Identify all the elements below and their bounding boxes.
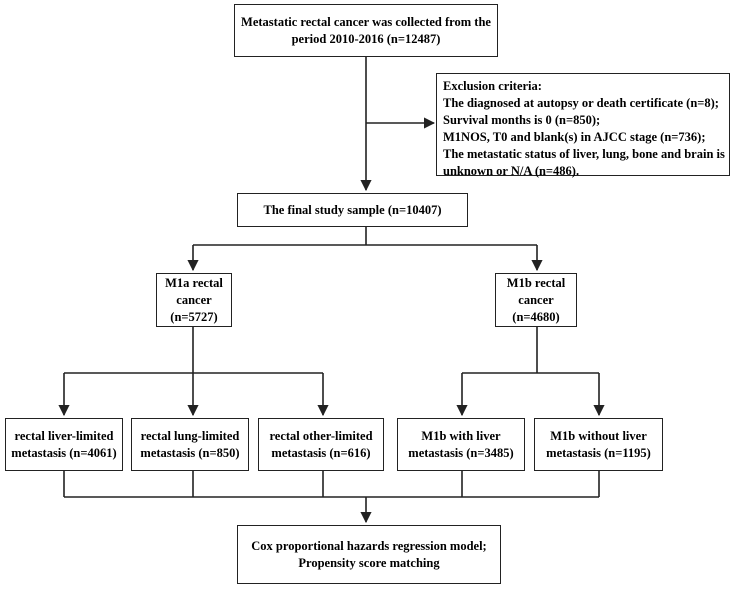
node-without-liver: M1b without liver metastasis (n=1195): [534, 418, 663, 471]
node-collected: Metastatic rectal cancer was collected f…: [234, 4, 498, 57]
node-final-sample: The final study sample (n=10407): [237, 193, 468, 227]
node-exclusion-criteria: Exclusion criteria: The diagnosed at aut…: [436, 73, 730, 178]
node-other-limited: rectal other-limited metastasis (n=616): [258, 418, 384, 471]
node-m1a: M1a rectal cancer (n=5727): [156, 273, 232, 327]
node-with-liver: M1b with liver metastasis (n=3485): [397, 418, 525, 471]
node-cox-model: Cox proportional hazards regression mode…: [237, 525, 501, 584]
node-m1b: M1b rectal cancer (n=4680): [495, 273, 577, 327]
node-lung-limited: rectal lung-limited metastasis (n=850): [131, 418, 249, 471]
node-liver-limited: rectal liver-limited metastasis (n=4061): [5, 418, 123, 471]
